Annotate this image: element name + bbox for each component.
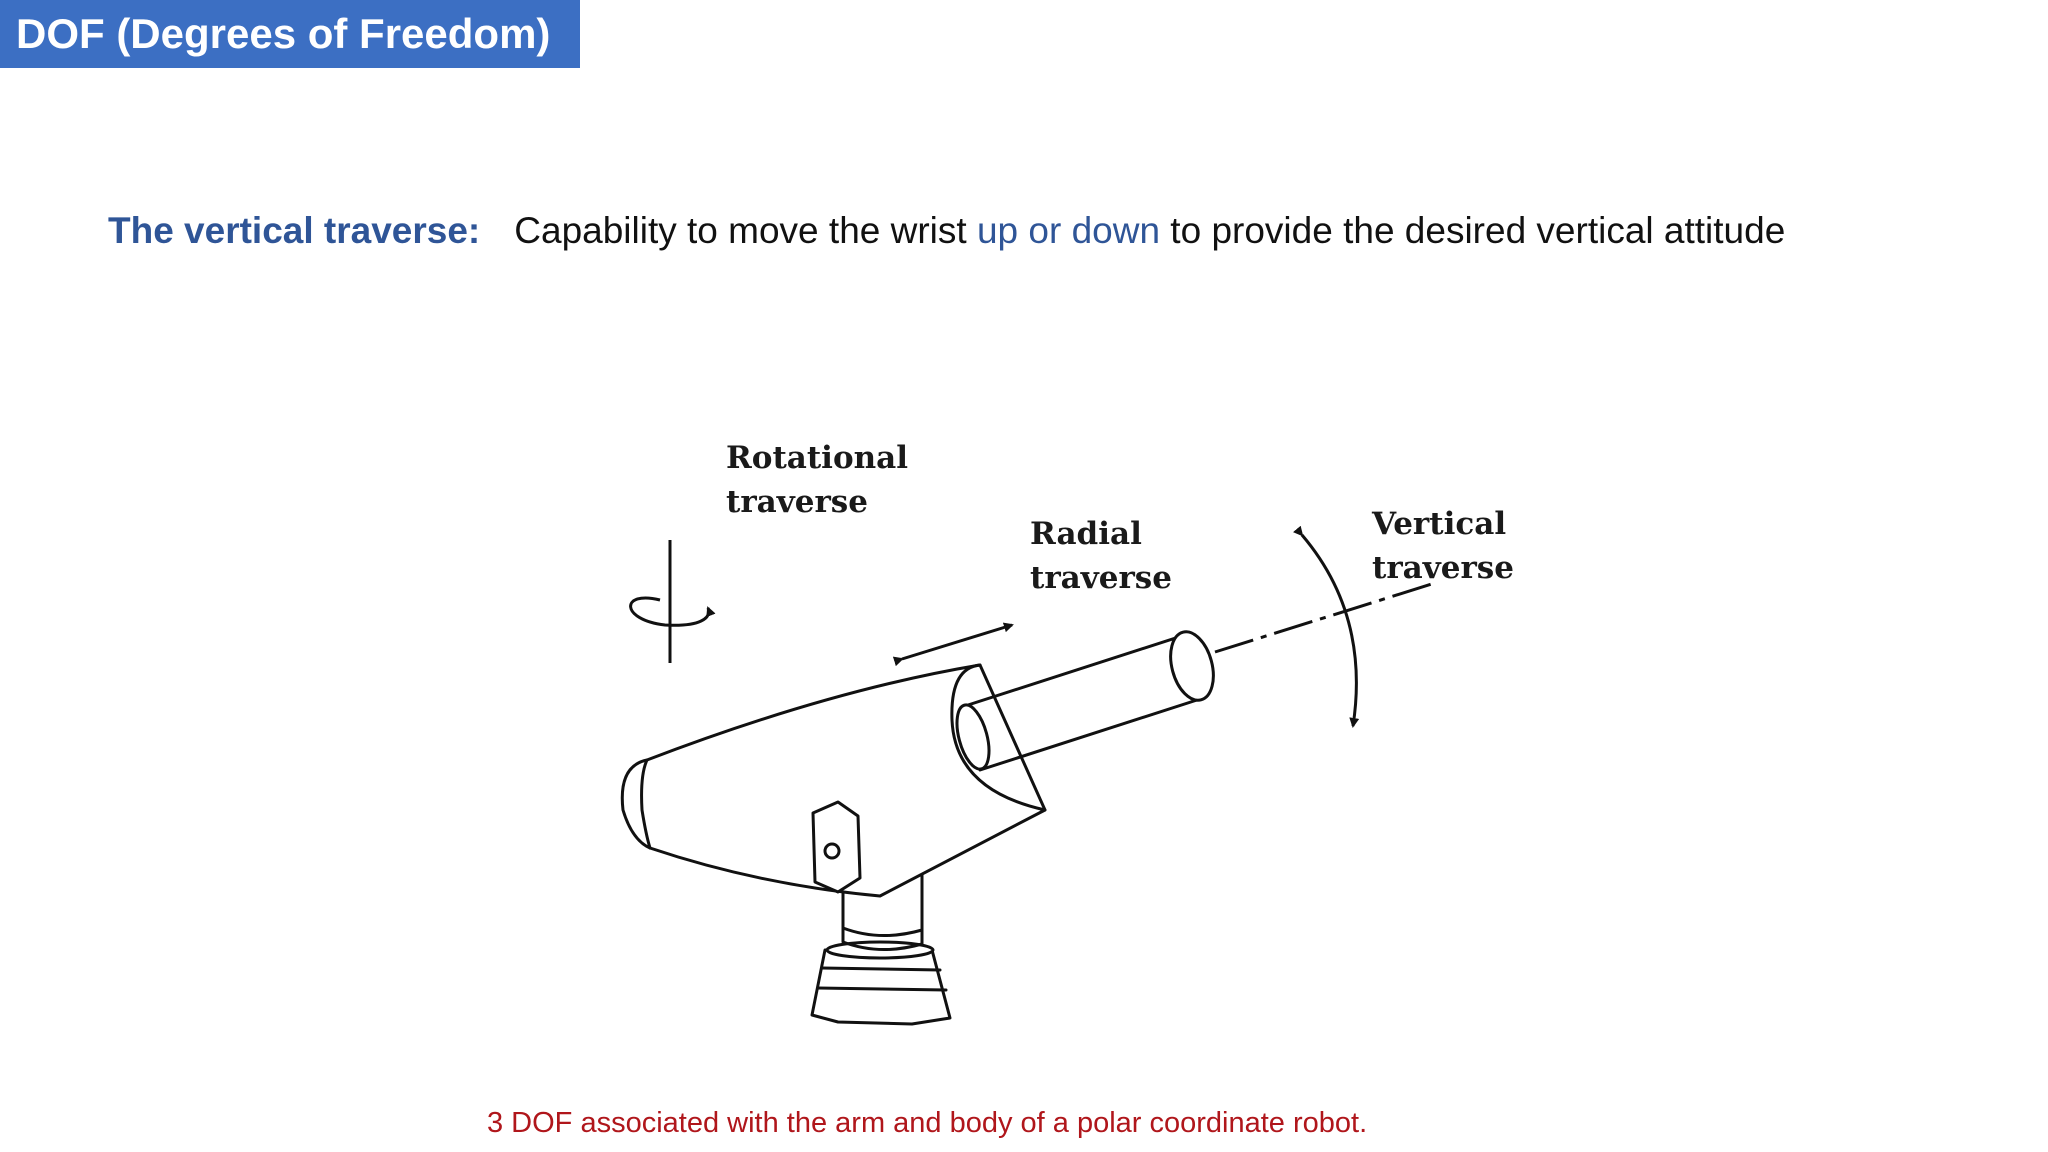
rotational-label-line2: traverse xyxy=(726,484,868,520)
rotational-axis xyxy=(629,540,716,663)
robot-drawing xyxy=(620,630,1215,1026)
definition-line: The vertical traverse: Capability to move… xyxy=(108,210,1785,252)
robot-base xyxy=(810,940,952,1026)
radial-label-line1: Radial xyxy=(1030,516,1142,552)
figure-caption: 3 DOF associated with the arm and body o… xyxy=(487,1107,1368,1139)
slide-title: DOF (Degrees of Freedom) xyxy=(0,0,580,68)
definition-term: The vertical traverse: xyxy=(108,210,481,251)
robot-shoulder-bracket xyxy=(811,800,862,894)
definition-text-before: Capability to move the wrist xyxy=(514,210,977,251)
robot-body xyxy=(620,663,1047,898)
vertical-arc xyxy=(1214,525,1436,728)
rotational-label-line1: Rotational xyxy=(726,440,908,476)
radial-arrow xyxy=(892,622,1014,667)
wrist-axis-line xyxy=(1214,581,1436,654)
radial-label-line2: traverse xyxy=(1030,560,1172,596)
definition-highlight: up or down xyxy=(976,210,1161,251)
vertical-label-line2: traverse xyxy=(1372,550,1514,586)
definition-text-after: to provide the desired vertical attitude xyxy=(1160,210,1786,251)
vertical-label-line1: Vertical xyxy=(1371,506,1506,542)
robot-arm xyxy=(955,630,1215,772)
polar-robot-diagram: Rotational traverse Radial traverse Vert… xyxy=(620,440,1514,1026)
